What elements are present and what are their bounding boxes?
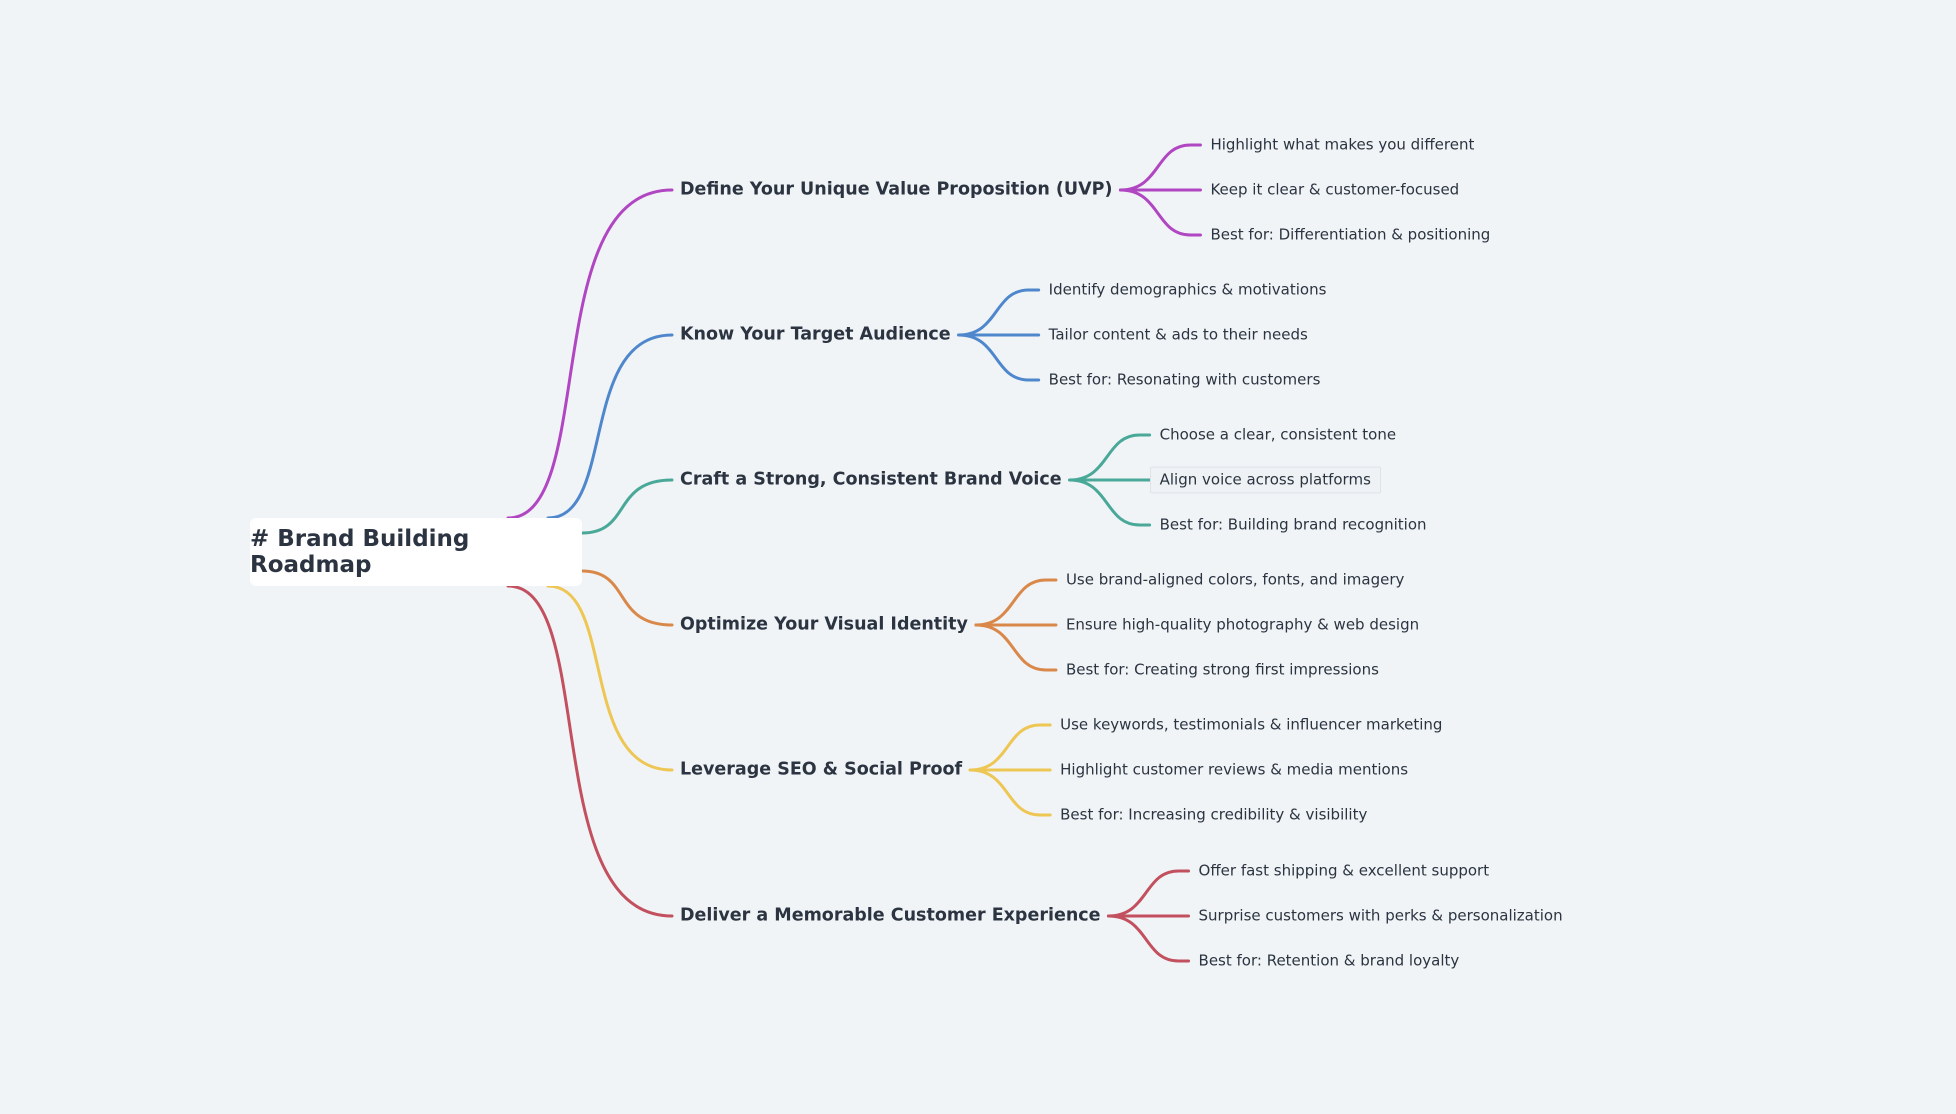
leaf-node[interactable]: Best for: Creating strong first impressi… — [1065, 660, 1379, 679]
leaf-node[interactable]: Ensure high-quality photography & web de… — [1065, 615, 1420, 634]
branch-connector — [546, 584, 674, 772]
branch-connector — [506, 188, 674, 520]
leaf-node[interactable]: Best for: Increasing credibility & visib… — [1060, 805, 1368, 824]
leaf-node[interactable]: Use brand-aligned colors, fonts, and ima… — [1065, 570, 1405, 589]
branch-node[interactable]: Leverage SEO & Social Proof — [680, 759, 963, 780]
leaf-connector — [957, 288, 1041, 337]
leaf-node[interactable]: Highlight what makes you different — [1210, 135, 1475, 154]
leaf-node[interactable]: Tailor content & ads to their needs — [1048, 325, 1308, 344]
leaf-node[interactable]: Highlight customer reviews & media menti… — [1060, 760, 1409, 779]
branch-node[interactable]: Optimize Your Visual Identity — [680, 614, 968, 635]
leaf-connector — [1068, 478, 1152, 527]
leaf-node[interactable]: Choose a clear, consistent tone — [1159, 425, 1397, 444]
leaf-connector — [968, 723, 1052, 772]
branch-connector — [580, 478, 674, 535]
branch-connector — [506, 584, 674, 918]
leaf-node[interactable]: Best for: Building brand recognition — [1159, 515, 1427, 534]
leaf-connector — [1118, 143, 1202, 192]
leaf-node[interactable]: Identify demographics & motivations — [1048, 280, 1327, 299]
leaf-node[interactable]: Best for: Resonating with customers — [1048, 370, 1321, 389]
leaf-node[interactable]: Surprise customers with perks & personal… — [1198, 906, 1563, 925]
branch-node[interactable]: Deliver a Memorable Customer Experience — [680, 905, 1101, 926]
leaf-connector — [1068, 433, 1152, 482]
branch-node[interactable]: Craft a Strong, Consistent Brand Voice — [680, 469, 1062, 490]
branch-connector — [580, 569, 674, 627]
leaf-node[interactable]: Use keywords, testimonials & influencer … — [1060, 715, 1443, 734]
leaf-connector — [968, 768, 1052, 817]
leaf-node-selected[interactable]: Align voice across platforms — [1149, 466, 1381, 494]
leaf-node[interactable]: Best for: Differentiation & positioning — [1210, 225, 1491, 244]
leaf-connector — [1118, 188, 1202, 237]
leaf-node[interactable]: Keep it clear & customer-focused — [1210, 180, 1460, 199]
root-node[interactable]: # Brand Building Roadmap — [250, 518, 582, 586]
leaf-connector — [1107, 869, 1191, 918]
leaf-connector — [1107, 914, 1191, 963]
leaf-node[interactable]: Best for: Retention & brand loyalty — [1198, 951, 1460, 970]
leaf-connector — [974, 623, 1058, 672]
leaf-connector — [957, 333, 1041, 382]
branch-connector — [546, 333, 674, 520]
leaf-node[interactable]: Offer fast shipping & excellent support — [1198, 861, 1490, 880]
leaf-connector — [974, 578, 1058, 627]
branch-node[interactable]: Know Your Target Audience — [680, 324, 951, 345]
branch-node[interactable]: Define Your Unique Value Proposition (UV… — [680, 179, 1113, 200]
